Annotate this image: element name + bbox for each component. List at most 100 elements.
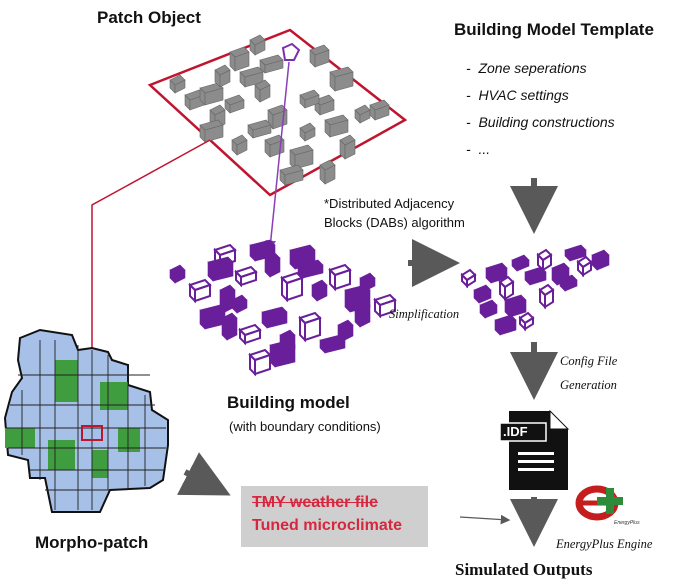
building-block: [564, 244, 587, 262]
building-block: [221, 312, 238, 341]
building-block: [249, 34, 266, 56]
idf-file-icon: [499, 409, 570, 490]
building-block: [279, 164, 304, 186]
building-block: [339, 134, 356, 160]
template-item: - ...: [466, 141, 491, 157]
building-block: [337, 319, 354, 342]
building-block: [213, 243, 237, 269]
dab-note-line2: Blocks (DABs) algorithm: [324, 215, 465, 230]
building-block: [494, 314, 517, 336]
morpho-highlight-box: [81, 425, 103, 441]
building-block: [479, 299, 498, 319]
building-block: [354, 104, 371, 124]
building-block: [199, 304, 226, 330]
building-block: [591, 249, 610, 271]
building-block: [247, 119, 272, 139]
building-block: [359, 272, 376, 292]
tmy-weather-label: TMY weather file: [252, 494, 378, 511]
building-block: [229, 46, 250, 72]
building-block: [329, 66, 354, 92]
building-block: [280, 271, 304, 303]
template-item-label: Zone seperations: [478, 60, 587, 76]
building-block: [264, 252, 281, 278]
building-block: [299, 122, 316, 142]
template-item-label: HVAC settings: [478, 87, 569, 103]
simplification-label: Simplification: [389, 307, 460, 321]
building-block: [231, 134, 248, 156]
building-block: [238, 323, 262, 346]
building-block: [169, 264, 186, 284]
building-block: [319, 159, 336, 185]
building-block: [559, 274, 578, 292]
energyplus-engine-label: EnergyPlus Engine: [556, 537, 653, 551]
building-block: [224, 94, 245, 114]
patch-object-buildings: [169, 34, 390, 186]
template-item: - Building constructions: [466, 114, 615, 130]
weather-to-engine-arrow: [459, 514, 511, 525]
building-block: [199, 82, 224, 106]
building-block: [259, 54, 284, 74]
weather-box: TMY weather file Tuned microclimate: [241, 486, 428, 547]
building-block: [319, 334, 346, 354]
building-block: [289, 144, 314, 170]
patch-to-model-connector: [265, 61, 290, 251]
building-block: [231, 294, 248, 314]
morpho-to-weather-arrow: [177, 452, 231, 496]
building-model-subtitle: (with boundary conditions): [229, 419, 381, 434]
simulated-outputs-title: Simulated Outputs: [455, 560, 593, 579]
building-block: [234, 265, 258, 288]
template-item-label: ...: [478, 141, 491, 157]
building-block: [511, 254, 530, 272]
building-block: [248, 348, 272, 377]
building-block: [261, 306, 288, 329]
template-item: - Zone seperations: [466, 60, 587, 76]
energyplus-logo-text: EnergyPlus: [614, 520, 640, 526]
building-block: [536, 248, 553, 273]
dab-note-line1: *Distributed Adjacency: [324, 196, 455, 211]
template-title: Building Model Template: [454, 20, 654, 39]
building-block: [504, 294, 527, 318]
building-block: [538, 283, 555, 310]
building-block: [239, 66, 264, 88]
morpho-patch-title: Morpho-patch: [35, 533, 149, 552]
building-model-title: Building model: [227, 393, 350, 412]
building-block: [460, 268, 477, 289]
building-block: [299, 89, 320, 109]
template-item: - HVAC settings: [466, 87, 569, 103]
building-block: [576, 255, 593, 278]
building-block: [518, 311, 535, 332]
template-item-label: Building constructions: [478, 114, 615, 130]
building-block: [249, 239, 276, 262]
config-label-line2: Generation: [560, 378, 617, 392]
building-block: [188, 278, 212, 304]
patch-object-diamond: [147, 28, 408, 197]
building-block: [473, 284, 492, 304]
patch-object-title: Patch Object: [97, 8, 201, 27]
building-block: [328, 263, 352, 292]
energyplus-logo: [575, 485, 623, 521]
building-block: [311, 279, 328, 302]
building-block: [169, 74, 186, 94]
idf-label: .IDF: [503, 424, 528, 439]
building-block: [254, 79, 271, 103]
building-model-blocks: [169, 239, 397, 377]
config-label-line1: Config File: [560, 354, 618, 368]
building-block: [289, 244, 316, 270]
building-block: [354, 299, 371, 328]
building-block: [314, 94, 335, 116]
building-block: [309, 44, 330, 68]
building-block: [199, 119, 224, 143]
building-block: [373, 293, 397, 319]
flow-arrows: [177, 178, 558, 547]
building-block: [214, 64, 231, 88]
building-block: [498, 275, 515, 302]
building-block: [269, 339, 296, 368]
building-block: [369, 99, 390, 121]
tuned-microclimate-label: Tuned microclimate: [252, 517, 402, 534]
building-block: [324, 114, 349, 138]
morpho-patch-map: [3, 328, 169, 513]
simplified-model-blocks: [460, 244, 610, 336]
building-block: [298, 311, 322, 343]
